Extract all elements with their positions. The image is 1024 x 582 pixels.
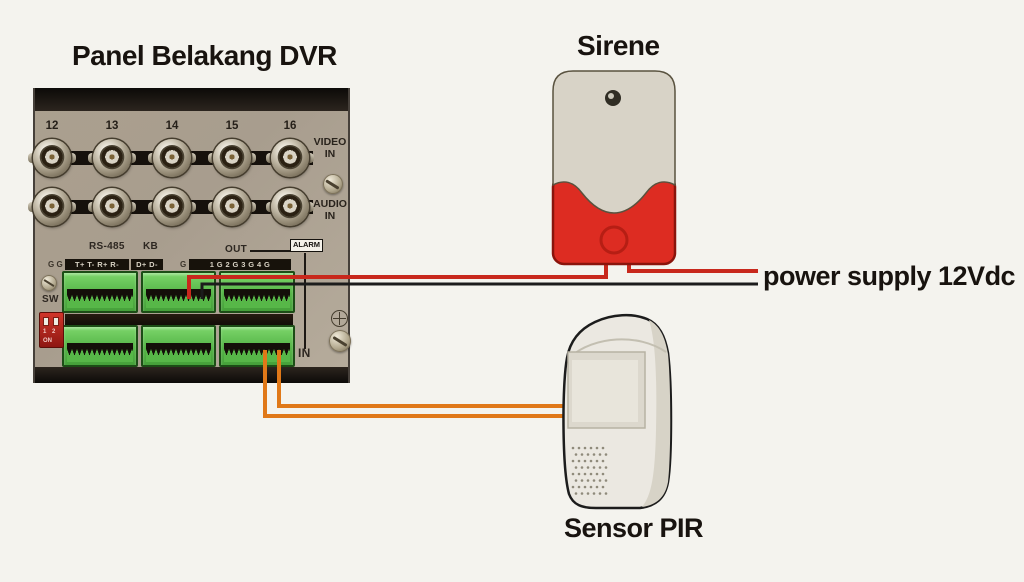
bnc-connector bbox=[208, 188, 256, 226]
bnc-cap bbox=[93, 139, 131, 177]
panel-screw bbox=[323, 174, 343, 194]
pir-window-lens bbox=[572, 360, 638, 422]
panel-screw bbox=[41, 275, 57, 291]
bnc-connector bbox=[208, 139, 256, 177]
out-label: OUT bbox=[225, 244, 248, 255]
dip-toggle bbox=[53, 317, 59, 326]
bnc-connector bbox=[266, 188, 314, 226]
siren-cover bbox=[552, 70, 676, 214]
bnc-connector bbox=[88, 139, 136, 177]
terminal-pins bbox=[67, 289, 133, 308]
bnc-cap bbox=[213, 188, 251, 226]
alarm-in-connector-line bbox=[304, 253, 306, 349]
dip-switch: 1 2 ON bbox=[39, 312, 64, 348]
out-alarm-connector-line bbox=[250, 250, 291, 252]
bnc-connector bbox=[28, 188, 76, 226]
bnc-cap bbox=[271, 139, 309, 177]
dip-numbers: 1 2 bbox=[43, 329, 58, 335]
dip-toggle bbox=[43, 317, 49, 326]
channel-number: 14 bbox=[165, 120, 179, 132]
kb-pin-labels: D+ D- bbox=[131, 259, 163, 270]
kb-label: KB bbox=[143, 241, 159, 252]
siren-button bbox=[599, 225, 629, 255]
ground-pin-label: G bbox=[180, 260, 187, 269]
pir-speaker-grille bbox=[571, 446, 608, 495]
channel-number: 16 bbox=[283, 120, 297, 132]
pir-side-shade bbox=[642, 320, 671, 507]
ground-pins-label: G G bbox=[48, 260, 63, 269]
video-in-label: VIDEO IN bbox=[313, 136, 347, 161]
terminal-block bbox=[140, 325, 217, 367]
bnc-connector bbox=[88, 188, 136, 226]
bnc-cap bbox=[153, 188, 191, 226]
terminal-block bbox=[140, 271, 217, 313]
bnc-connector bbox=[148, 139, 196, 177]
rs485-label: RS-485 bbox=[89, 241, 125, 252]
channel-number: 15 bbox=[225, 120, 239, 132]
bnc-layer bbox=[28, 88, 348, 383]
pir-sensor-device bbox=[562, 313, 673, 510]
terminal-block bbox=[219, 325, 296, 367]
power-supply-label: power supply 12Vdc bbox=[763, 261, 1016, 291]
bnc-cap bbox=[153, 139, 191, 177]
audio-in-label: AUDIO IN bbox=[313, 198, 347, 223]
terminal-divider-band bbox=[65, 314, 293, 325]
dip-on-label: ON bbox=[43, 338, 52, 344]
bnc-cap bbox=[271, 188, 309, 226]
bnc-cap bbox=[213, 139, 251, 177]
bnc-connector bbox=[28, 139, 76, 177]
terminal-block bbox=[62, 325, 138, 367]
dvr-rear-panel: 12 13 14 15 16 VIDEO IN AUDIO IN RS-485 … bbox=[28, 88, 351, 383]
siren-led-glint bbox=[608, 93, 614, 99]
bnc-cap bbox=[93, 188, 131, 226]
terminal-pins bbox=[145, 289, 212, 308]
terminal-row-top bbox=[62, 271, 296, 313]
bnc-connector bbox=[148, 188, 196, 226]
alarm-out-pin-labels: 1 G 2 G 3 G 4 G bbox=[189, 259, 291, 270]
sw-label: SW bbox=[42, 294, 59, 305]
pir-sensor-label: Sensor PIR bbox=[564, 513, 704, 543]
panel-top-bar bbox=[35, 88, 348, 111]
bnc-connector bbox=[266, 139, 314, 177]
alarm-badge: ALARM bbox=[290, 239, 323, 252]
terminal-row-bottom bbox=[62, 325, 296, 367]
siren-title: Sirene bbox=[577, 30, 660, 61]
rs485-pin-labels: T+ T- R+ R- bbox=[65, 259, 129, 270]
bnc-cap bbox=[33, 139, 71, 177]
terminal-block bbox=[62, 271, 138, 313]
panel-screw bbox=[329, 330, 351, 352]
channel-number: 12 bbox=[45, 120, 59, 132]
alarm-in-label: IN bbox=[298, 346, 311, 360]
terminal-pins bbox=[145, 343, 212, 362]
bnc-cap bbox=[33, 188, 71, 226]
terminal-pins bbox=[67, 343, 133, 362]
siren-device bbox=[551, 70, 677, 266]
terminal-pins bbox=[224, 343, 291, 362]
pir-top-edge bbox=[569, 338, 667, 358]
channel-number: 13 bbox=[105, 120, 119, 132]
ground-symbol-icon bbox=[331, 310, 348, 327]
terminal-block bbox=[219, 271, 296, 313]
terminal-pins bbox=[224, 289, 291, 308]
panel-title: Panel Belakang DVR bbox=[72, 40, 337, 71]
